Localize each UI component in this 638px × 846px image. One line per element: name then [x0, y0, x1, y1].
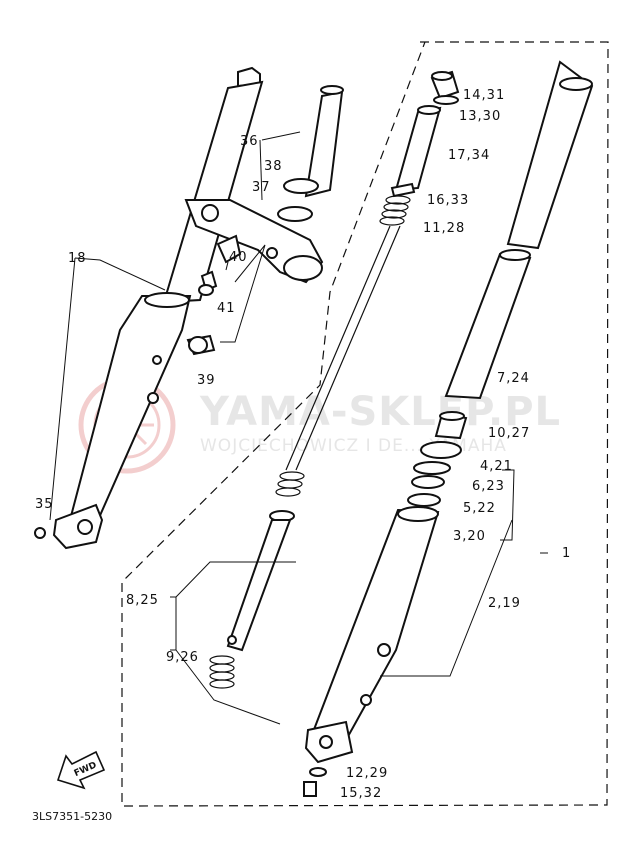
callout-4-21: 4,21 — [480, 459, 513, 474]
callout-labels: 1 2,19 3,20 4,21 5,22 6,23 7,24 8,25 9,2… — [35, 88, 571, 801]
callout-10-27: 10,27 — [488, 426, 530, 441]
callout-15-32: 15,32 — [340, 786, 382, 801]
callout-2-19: 2,19 — [488, 596, 521, 611]
callout-9-26: 9,26 — [166, 650, 199, 665]
callout-14-31: 14,31 — [463, 88, 505, 103]
callout-11-28: 11,28 — [423, 221, 465, 236]
callout-13-30: 13,30 — [459, 109, 501, 124]
drawing-code: 3LS7351-5230 — [32, 810, 112, 823]
callout-39: 39 — [197, 373, 216, 388]
assembly-boundary — [121, 41, 609, 807]
callout-41: 41 — [217, 301, 236, 316]
callout-3-20: 3,20 — [453, 529, 486, 544]
fwd-arrow-icon: FWD — [56, 750, 106, 790]
inner-parts — [170, 60, 594, 797]
callout-1: 1 — [562, 546, 571, 561]
callout-6-23: 6,23 — [472, 479, 505, 494]
callout-17-34: 17,34 — [448, 148, 490, 163]
callout-8-25: 8,25 — [126, 593, 159, 608]
callout-5-22: 5,22 — [463, 501, 496, 516]
watermark-brand: YAMA-SKLEP.PL — [199, 389, 561, 435]
callout-16-33: 16,33 — [427, 193, 469, 208]
callout-7-24: 7,24 — [497, 371, 530, 386]
callout-35: 35 — [35, 497, 54, 512]
callout-18: 18 — [68, 251, 87, 266]
callout-40: 40 — [229, 250, 248, 265]
callout-37: 37 — [252, 180, 271, 195]
callout-38: 38 — [264, 159, 283, 174]
callout-36: 36 — [240, 134, 259, 149]
assembled-fork — [34, 66, 344, 550]
callout-12-29: 12,29 — [346, 766, 388, 781]
